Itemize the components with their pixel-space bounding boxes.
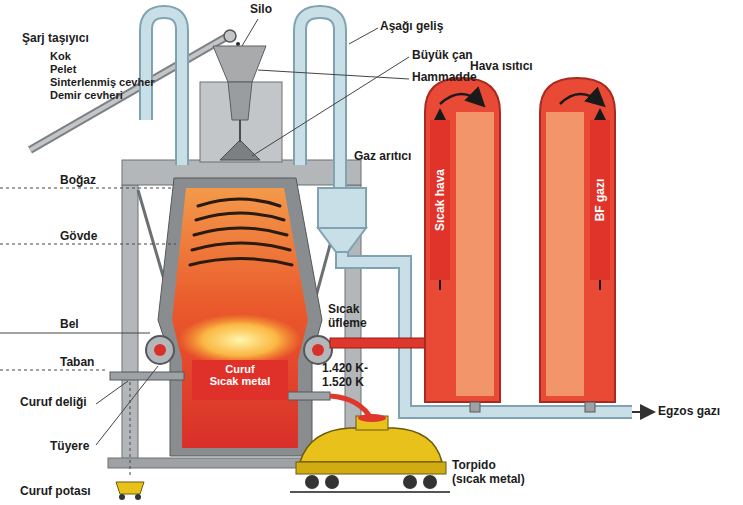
part-label: Tüyere: [50, 440, 89, 454]
part-label: Hava ısıtıcı: [470, 60, 533, 74]
part-label: Gövde: [60, 230, 97, 244]
part-label: Curuf potası: [20, 485, 91, 499]
heater-column: BF gazı: [590, 120, 610, 280]
node-text: Curuf: [196, 363, 284, 375]
heater-column: Sıcak hava: [430, 120, 450, 280]
part-label: Egzos gazı: [658, 405, 720, 419]
part-label: Büyük çan: [412, 49, 473, 63]
part-label: Hammadde: [412, 71, 477, 85]
part-label: Aşağı geliş: [380, 20, 443, 34]
part-label: 1.420 K- 1.520 K: [322, 362, 378, 390]
part-label: Demir cevheri: [50, 89, 123, 102]
part-label: Curuf deliği: [20, 396, 87, 410]
node-text: BF gazı: [593, 179, 607, 222]
part-label: Boğaz: [60, 174, 96, 188]
node-text: Sıcak hava: [433, 169, 447, 231]
part-label: Sinterlenmiş cevher: [50, 76, 155, 89]
part-label: Kok: [50, 50, 71, 63]
part-label: Bel: [60, 318, 79, 332]
part-label: Taban: [60, 356, 94, 370]
part-label: Şarj taşıyıcı: [22, 32, 89, 46]
node-text: Sıcak metal: [196, 375, 284, 387]
part-label: Pelet: [50, 63, 76, 76]
hearth-band: CurufSıcak metal: [192, 360, 288, 400]
part-label: Sıcak üfleme: [328, 303, 378, 331]
part-label: Torpido (sıcak metal): [452, 459, 530, 487]
part-label: Silo: [250, 3, 272, 17]
part-label: Gaz arıtıcı: [354, 150, 411, 164]
